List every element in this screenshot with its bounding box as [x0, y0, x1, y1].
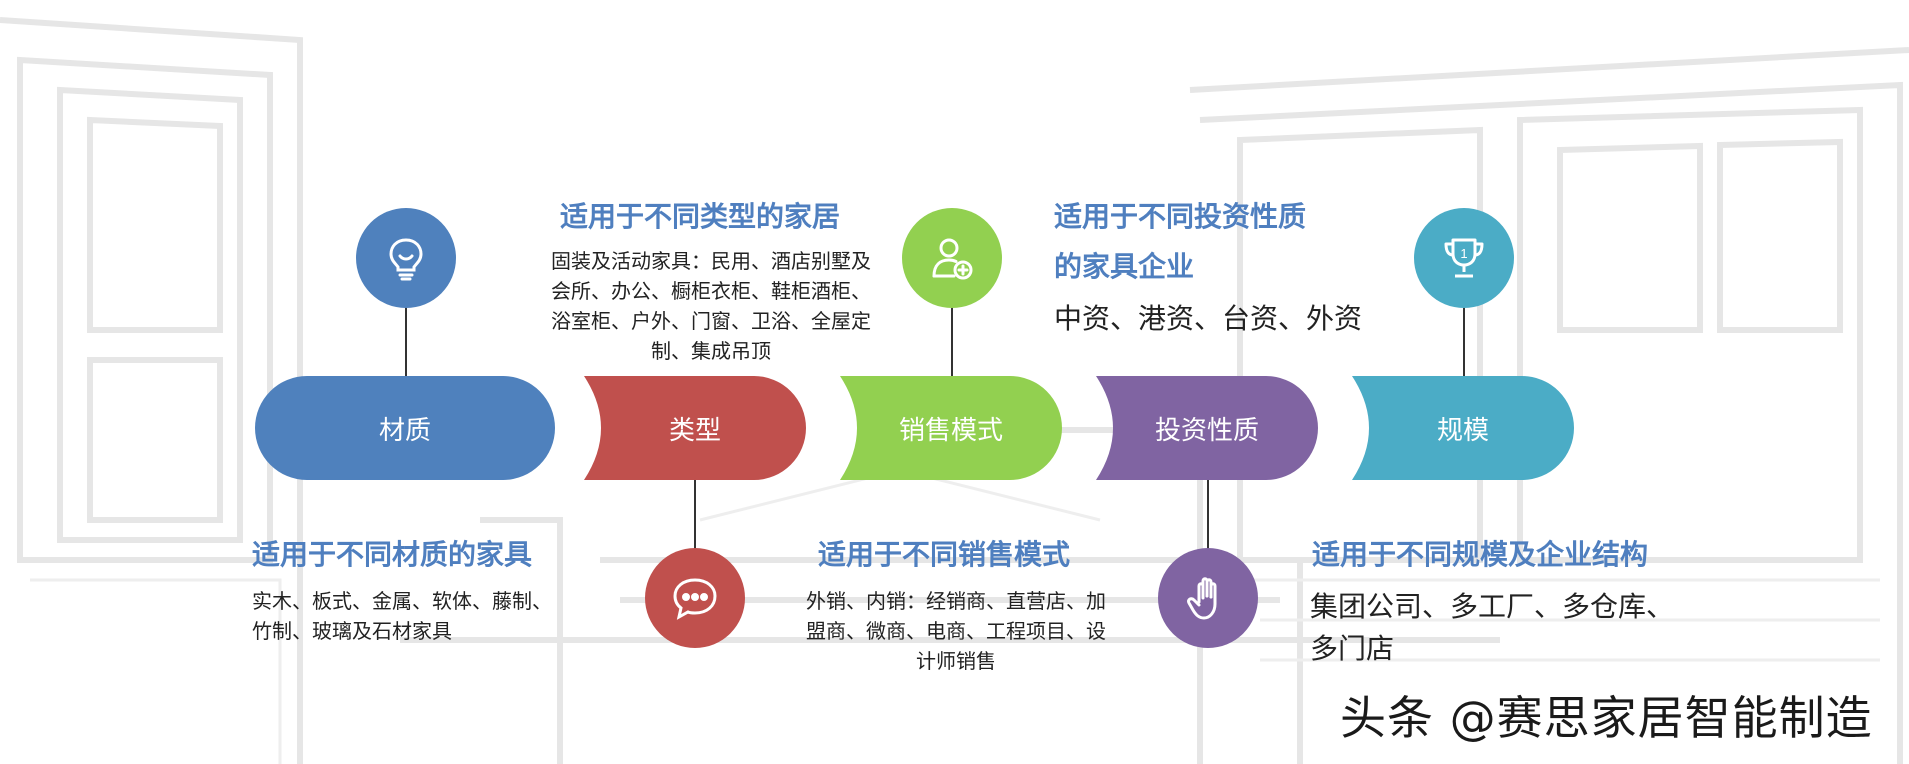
segment-label-investment: 投资性质 — [1154, 415, 1259, 446]
segment-scale-fill — [1352, 376, 1574, 480]
segment-type-shape — [584, 376, 806, 480]
chat-bubble-icon — [673, 578, 717, 620]
segment-investment-fill — [1096, 376, 1318, 480]
segment-label-sales: 销售模式 — [898, 415, 1003, 446]
investment-icon-circle — [1158, 548, 1258, 648]
segment-label-type: 类型 — [668, 415, 721, 446]
sales-heading: 适用于不同销售模式 — [818, 538, 1071, 571]
material-icon-circle — [356, 208, 456, 308]
segment-material-fill — [255, 376, 555, 480]
type-icon-circle — [645, 548, 745, 648]
trophy-icon: 1 — [1444, 238, 1484, 278]
connector-line-material — [405, 300, 407, 378]
connector-line-investment — [1207, 478, 1209, 550]
material-text: 实木、板式、金属、软体、藤制、竹制、玻璃及石材家具 — [252, 589, 552, 643]
type-text: 固装及活动家具：民用、酒店别墅及会所、办公、橱柜衣柜、鞋柜酒柜、浴室柜、户外、门… — [551, 249, 871, 363]
sales-text: 外销、内销：经销商、直营店、加盟商、微商、电商、工程项目、设计师销售 — [806, 589, 1106, 673]
segment-sales-fill — [840, 376, 1062, 480]
segment-sales-shape — [840, 376, 1062, 480]
segment-investment: 投资性质 — [1096, 376, 1318, 480]
sales-icon-circle — [902, 208, 1002, 308]
segment-material: 材质 — [255, 376, 555, 480]
investment-heading-line2: 的家具企业 — [1054, 250, 1195, 283]
segment-investment-shape — [1096, 376, 1318, 480]
scale-text: 集团公司、多工厂、多仓库、多门店 — [1310, 590, 1675, 665]
material-heading: 适用于不同材质的家具 — [252, 538, 533, 571]
segment-sales: 销售模式 — [840, 376, 1062, 480]
scale-heading: 适用于不同规模及企业结构 — [1312, 538, 1649, 571]
connector-line-scale — [1463, 300, 1465, 378]
segment-label-material: 材质 — [378, 415, 431, 446]
segment-material-shape — [255, 376, 555, 480]
scale-icon-circle: 1 — [1414, 208, 1514, 308]
connector-line-type — [694, 478, 696, 550]
watermark-text: 头条 @赛思家居智能制造 — [1340, 691, 1873, 745]
segment-type-fill — [584, 376, 806, 480]
hand-icon — [1187, 577, 1217, 620]
segment-scale-shape — [1352, 376, 1574, 480]
lightbulb-icon — [389, 238, 423, 281]
type-heading: 适用于不同类型的家居 — [560, 200, 841, 233]
connector-line-sales — [951, 300, 953, 378]
segment-label-scale: 规模 — [1436, 415, 1489, 446]
investment-text: 中资、港资、台资、外资 — [1054, 302, 1363, 335]
investment-heading-line1: 适用于不同投资性质 — [1054, 200, 1307, 233]
segment-scale: 规模 — [1352, 376, 1574, 480]
add-user-icon — [932, 238, 973, 280]
segment-type: 类型 — [584, 376, 806, 480]
trophy-number: 1 — [1460, 246, 1467, 261]
